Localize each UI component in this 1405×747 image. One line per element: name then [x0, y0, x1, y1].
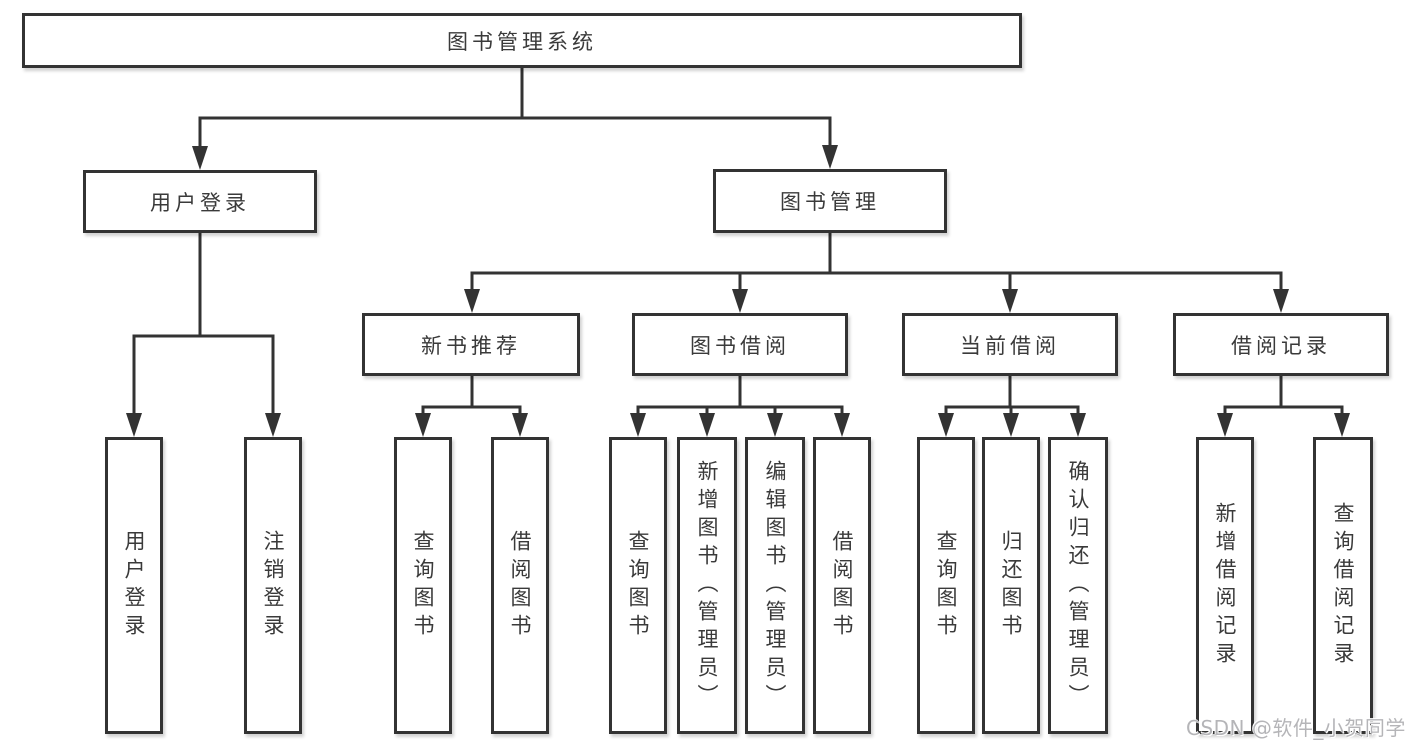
node-label: 借阅图书 — [508, 529, 532, 642]
node-user-login: 用户登录 — [83, 170, 317, 233]
node-book-borrowing: 图书借阅 — [632, 313, 848, 376]
node-label: 借阅记录 — [1231, 333, 1331, 358]
node-borrow-records: 借阅记录 — [1173, 313, 1389, 376]
node-label: 用户登录 — [122, 529, 146, 642]
node-new-book-recommend: 新书推荐 — [362, 313, 580, 376]
arrowheads — [126, 145, 1350, 437]
leaf-query-books-recommend: 查询图书 — [394, 437, 452, 734]
leaf-logout: 注销登录 — [244, 437, 302, 734]
leaf-add-borrow-record: 新增借阅记录 — [1196, 437, 1254, 734]
node-label: 图书管理 — [780, 190, 880, 214]
leaf-borrow-books: 借阅图书 — [813, 437, 871, 734]
node-label: 确认归还（管理员） — [1066, 459, 1090, 712]
node-label: 查询借阅记录 — [1331, 501, 1355, 670]
node-book-management: 图书管理 — [713, 169, 947, 233]
node-label: 新书推荐 — [421, 333, 521, 358]
leaf-return-books: 归还图书 — [982, 437, 1040, 734]
node-current-borrowing: 当前借阅 — [902, 313, 1118, 376]
node-label: 新增图书（管理员） — [695, 459, 719, 712]
node-label: 新增借阅记录 — [1213, 501, 1237, 670]
node-label: 当前借阅 — [960, 333, 1060, 358]
leaf-query-books-borrowing: 查询图书 — [609, 437, 667, 734]
node-label: 编辑图书（管理员） — [763, 459, 787, 712]
leaf-edit-books-admin: 编辑图书（管理员） — [745, 437, 805, 734]
node-label: 图书借阅 — [690, 333, 790, 358]
leaf-user-login: 用户登录 — [105, 437, 163, 734]
node-label: 查询图书 — [411, 529, 435, 642]
leaf-confirm-return-admin: 确认归还（管理员） — [1048, 437, 1108, 734]
node-label: 查询图书 — [626, 529, 650, 642]
leaf-add-books-admin: 新增图书（管理员） — [677, 437, 737, 734]
node-label: 借阅图书 — [830, 529, 854, 642]
leaf-borrow-books-recommend: 借阅图书 — [491, 437, 549, 734]
leaf-query-books-current: 查询图书 — [917, 437, 975, 734]
node-library-system: 图书管理系统 — [22, 13, 1022, 68]
leaf-query-borrow-record: 查询借阅记录 — [1313, 437, 1373, 734]
node-label: 注销登录 — [261, 529, 285, 642]
node-label: 查询图书 — [934, 529, 958, 642]
node-label: 图书管理系统 — [447, 29, 597, 54]
node-label: 用户登录 — [150, 190, 250, 215]
node-label: 归还图书 — [999, 529, 1023, 642]
csdn-watermark: CSDN @软件_小贺同学 — [1186, 716, 1405, 740]
